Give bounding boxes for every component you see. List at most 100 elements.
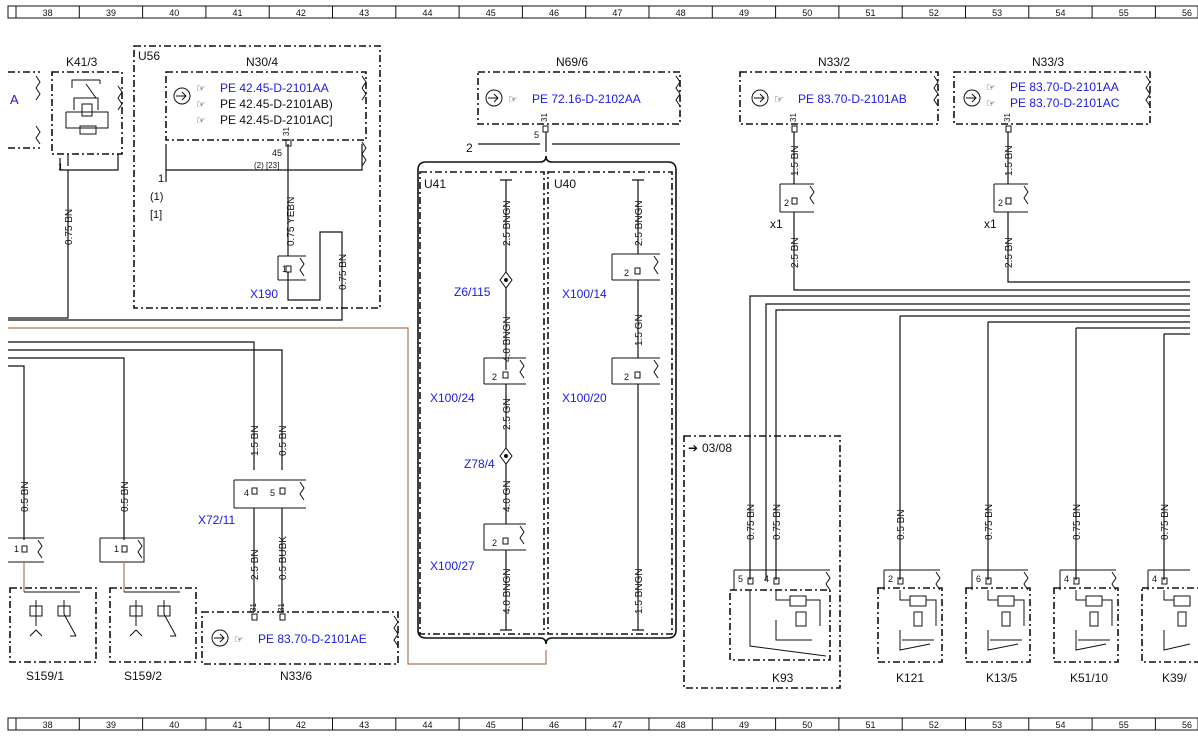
x100-27-label[interactable]: X100/27 xyxy=(430,559,475,573)
ruler-number: 48 xyxy=(676,8,686,18)
wire-15gn: 1.5 GN xyxy=(634,314,645,346)
ruler-number: 52 xyxy=(929,720,939,730)
ruler-number: 56 xyxy=(1182,8,1192,18)
x1-a-label: x1 xyxy=(770,217,783,231)
ref-03-08[interactable]: 03/08 xyxy=(702,441,732,455)
k13-5-label: K13/5 xyxy=(986,671,1018,685)
wire-40bngn-a: 4.0 BNGN xyxy=(502,316,513,362)
n33-6-ref[interactable]: PE 83.70-D-2101AE xyxy=(258,632,367,646)
k13-5-relay: 0.75 BN 6 K13/5 xyxy=(965,504,1031,685)
hand-pointer-icon-6: ☞ xyxy=(986,82,996,94)
n69-6-label: N69/6 xyxy=(556,55,588,69)
n30-pin-45: 45 xyxy=(272,148,282,158)
ruler-number: 42 xyxy=(296,720,306,730)
ruler-number: 48 xyxy=(676,720,686,730)
n33-3-ref-2[interactable]: PE 83.70-D-2101AC xyxy=(1010,96,1120,110)
x72-pin-5: 5 xyxy=(270,488,275,498)
left-ref-a[interactable]: A xyxy=(10,92,19,107)
k13-5-pin-6: 6 xyxy=(976,574,981,584)
x100-20-label[interactable]: X100/20 xyxy=(562,391,607,405)
k93-pin-4: 4 xyxy=(764,574,769,584)
arrow-right-icon: ➔ xyxy=(688,441,698,455)
ruler-number: 44 xyxy=(422,8,432,18)
wire-15bn-n332: 1.5 BN xyxy=(790,145,801,176)
ruler-number: 47 xyxy=(612,8,622,18)
ruler-number: 40 xyxy=(169,720,179,730)
n30-4-label: N30/4 xyxy=(246,55,278,69)
k51-10-relay: 0.75 BN 4 K51/10 xyxy=(1053,504,1119,685)
hand-pointer-icon-4: ☞ xyxy=(508,94,518,106)
ruler-number: 41 xyxy=(233,8,243,18)
z6-115-label[interactable]: Z6/115 xyxy=(454,285,491,299)
n33-2-pin-31: 31 xyxy=(789,113,798,122)
ruler-number: 53 xyxy=(992,8,1002,18)
n69-6-unit: N69/6 ☞ PE 72.16-D-2102AA 31 5 2 xyxy=(466,55,681,155)
s159-1-pin-1: 1 xyxy=(14,544,19,554)
wire-40bngn-b: 4.0 BNGN xyxy=(502,568,513,614)
z78-4-label[interactable]: Z78/4 xyxy=(464,457,495,471)
x72-11-connector: 1.5 BN 0.5 BN 4 5 X72/11 2.5 BN 0.5 BUBK xyxy=(198,425,306,612)
x190-pin-1: 1 xyxy=(282,264,287,274)
n69-ref[interactable]: PE 72.16-D-2102AA xyxy=(532,92,641,106)
wire-075bn-k41: 0.75 BN xyxy=(64,209,75,245)
ruler-number: 47 xyxy=(612,720,622,730)
brown-wire xyxy=(8,327,547,665)
wire-05bn-k121: 0.5 BN xyxy=(896,509,907,540)
x100-24-label[interactable]: X100/24 xyxy=(430,391,475,405)
u41-pin-2a: 2 xyxy=(492,372,497,382)
n30-left-3: [1] xyxy=(150,209,162,221)
u40-label: U40 xyxy=(554,177,576,191)
x72-11-label[interactable]: X72/11 xyxy=(198,513,235,527)
ruler-number: 38 xyxy=(43,8,53,18)
hand-pointer-icon-5: ☞ xyxy=(774,94,784,106)
u40-pin-2a: 2 xyxy=(624,268,629,278)
n30-ref-2[interactable]: PE 42.45-D-2101AB) xyxy=(220,97,333,111)
k93-label: K93 xyxy=(772,671,794,685)
x100-14-label[interactable]: X100/14 xyxy=(562,287,607,301)
ruler-number: 51 xyxy=(866,8,876,18)
ruler-border xyxy=(7,5,1198,19)
n33-2-pin-2: 2 xyxy=(784,198,789,208)
ruler-border xyxy=(7,717,1198,731)
hand-pointer-icon-7: ☞ xyxy=(986,98,996,110)
n33-3-pin-2: 2 xyxy=(998,198,1003,208)
n33-6-pin-31a: 31 xyxy=(249,603,258,612)
wire-05bubk: 0.5 BUBK xyxy=(278,536,289,580)
n30-left-2: (1) xyxy=(150,191,163,203)
wire-075bn-x190: 0.75 BN xyxy=(338,254,349,290)
ruler-number: 49 xyxy=(739,720,749,730)
u56-assembly: U56 N30/4 ☞ ☞ ☞ PE 42.45-D-2101AA PE 42.… xyxy=(8,45,381,321)
k93-relay: ➔ 03/08 0.75 BN 0.75 BN 5 4 K93 xyxy=(683,435,841,689)
x72-pin-4: 4 xyxy=(244,488,249,498)
hand-pointer-icon-8: ☞ xyxy=(234,634,244,646)
right-harness xyxy=(749,295,1190,580)
ruler-number: 45 xyxy=(486,8,496,18)
ruler-number: 39 xyxy=(106,720,116,730)
u40-pin-2b: 2 xyxy=(624,372,629,382)
wire-05bn-s1: 0.5 BN xyxy=(20,481,31,512)
u41-u40-frame: U41 U40 xyxy=(417,155,677,645)
ruler-number: 54 xyxy=(1055,8,1065,18)
wire-25gn: 2.5 GN xyxy=(502,398,513,430)
wire-25bn-n333: 2.5 BN xyxy=(1004,237,1015,268)
wire-075bn-k93a: 0.75 BN xyxy=(746,504,757,540)
k39-label: K39/ xyxy=(1162,671,1187,685)
wire-15bn-x72: 1.5 BN xyxy=(250,425,261,456)
k121-pin-2: 2 xyxy=(888,574,893,584)
wire-075bn-k93b: 0.75 BN xyxy=(772,504,783,540)
wire-05bn-x72: 0.5 BN xyxy=(278,425,289,456)
n33-2-label: N33/2 xyxy=(818,55,850,69)
hand-pointer-icon-3: ☞ xyxy=(196,115,206,127)
n33-2-ref[interactable]: PE 83.70-D-2101AB xyxy=(798,92,907,106)
n33-3-ref-1[interactable]: PE 83.70-D-2101AA xyxy=(1010,80,1119,94)
n30-note: (2) [23] xyxy=(254,161,279,170)
wire-05bn-s2: 0.5 BN xyxy=(120,481,131,512)
x190-label[interactable]: X190 xyxy=(250,287,278,301)
s159-1-switch: 0.5 BN 1 S159/1 xyxy=(8,481,97,683)
ruler-number: 52 xyxy=(929,8,939,18)
n30-ref-3[interactable]: PE 42.45-D-2101AC] xyxy=(220,113,333,127)
wire-075bn-k135: 0.75 BN xyxy=(984,504,995,540)
n30-ref-1[interactable]: PE 42.45-D-2101AA xyxy=(220,81,329,95)
s159-2-pin-1: 1 xyxy=(114,544,119,554)
